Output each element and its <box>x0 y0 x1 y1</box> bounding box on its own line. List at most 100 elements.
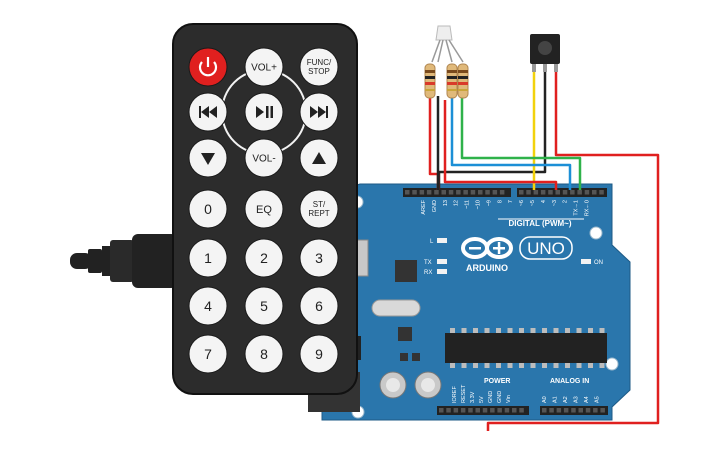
chip-pin <box>565 328 570 333</box>
pin-label: GND <box>432 200 438 212</box>
header-hole <box>599 190 604 195</box>
digit-5-button[interactable]: 5 <box>244 286 284 326</box>
chip-pin <box>519 328 524 333</box>
chip-pin <box>507 328 513 333</box>
header-hole <box>463 190 468 195</box>
pin-label: ~3 <box>552 200 558 206</box>
st-rept-button-label: REPT <box>308 209 329 218</box>
pin-label: A2 <box>563 396 569 403</box>
resistor[interactable] <box>424 63 436 99</box>
led-rx-label: RX <box>424 270 432 276</box>
atmega-chip <box>445 333 607 363</box>
rewind-button[interactable] <box>188 92 228 132</box>
brand-label: ARDUINO <box>466 263 508 273</box>
pin-label: TX→1 <box>574 200 580 216</box>
wire-led-blue[interactable] <box>450 98 572 190</box>
rgb-led[interactable] <box>431 25 464 63</box>
header-hole <box>426 190 432 195</box>
pin-label: A0 <box>542 396 548 403</box>
vol-down-button-label: VOL- <box>252 154 275 165</box>
digital-header-right[interactable] <box>517 188 607 197</box>
down-button[interactable] <box>188 138 228 178</box>
header-hole <box>478 190 483 195</box>
header-hole <box>490 408 495 413</box>
pin-label: Vin <box>506 395 512 403</box>
resistor[interactable] <box>457 63 469 99</box>
header-hole <box>578 408 583 413</box>
header-hole <box>492 190 498 195</box>
ir-receiver[interactable] <box>530 34 560 72</box>
digital-label: DIGITAL (PWM~) <box>508 219 571 228</box>
digit-8-button[interactable]: 8 <box>244 334 284 374</box>
chip-pin <box>553 328 559 333</box>
pin-label: ~6 <box>519 200 525 206</box>
digit-2-button[interactable]: 2 <box>244 238 284 278</box>
digit-7-button[interactable]: 7 <box>188 334 228 374</box>
header-hole <box>412 190 417 195</box>
wire-5v[interactable] <box>486 70 660 431</box>
header-hole <box>448 190 454 195</box>
header-hole <box>475 408 480 413</box>
pin-label: ~11 <box>465 200 471 209</box>
header-hole <box>519 408 524 413</box>
header-hole <box>446 408 451 413</box>
pin-label: 4 <box>541 200 547 203</box>
pin-label: 13 <box>443 200 449 206</box>
chip-pin <box>461 328 467 333</box>
rewind-icon <box>199 106 217 118</box>
up-button[interactable] <box>299 138 339 178</box>
header-hole <box>497 408 502 413</box>
vol-down-button[interactable]: VOL- <box>244 138 284 178</box>
mounting-hole <box>605 357 619 371</box>
regulator-chip <box>395 260 417 282</box>
st-rept-button[interactable]: ST/REPT <box>299 189 339 229</box>
header-hole <box>549 408 554 413</box>
fast-forward-icon <box>310 106 328 118</box>
ir-receiver-lens <box>538 41 552 55</box>
pin-label: AREF <box>421 199 427 214</box>
fast-forward-button[interactable] <box>299 92 339 132</box>
header-hole <box>562 190 568 195</box>
play-pause-button[interactable] <box>244 92 284 132</box>
power-button[interactable] <box>188 47 228 87</box>
led-l-label: L <box>430 239 434 245</box>
pin-label: GND <box>488 391 494 403</box>
digit-6-button[interactable]: 6 <box>299 286 339 326</box>
capacitor-top <box>421 378 435 392</box>
wires <box>428 70 660 431</box>
play-pause-icon <box>256 106 273 118</box>
header-hole <box>504 408 510 413</box>
header-hole <box>600 408 605 413</box>
pin-label: 12 <box>454 200 460 206</box>
resistor[interactable] <box>446 63 458 99</box>
digit-1-button[interactable]: 1 <box>188 238 228 278</box>
pin-label: IOREF <box>452 386 458 403</box>
pin-label: 3.3V <box>470 391 476 403</box>
chip-pin <box>542 363 547 368</box>
digit-0-button[interactable]: 0 <box>188 189 228 229</box>
pin-label: RESET <box>461 384 467 403</box>
wire-led-red-pin[interactable] <box>443 100 558 190</box>
vol-up-button[interactable]: VOL+ <box>244 47 284 87</box>
wire-led-green[interactable] <box>460 98 582 190</box>
eq-button[interactable]: EQ <box>244 189 284 229</box>
digit-9-button-label: 9 <box>315 346 323 362</box>
arduino-board[interactable]: L TX RX ON UNO ARDUINO DIGITAL (PWM~) PO… <box>308 183 631 421</box>
digit-9-button[interactable]: 9 <box>299 334 339 374</box>
header-hole <box>570 190 575 195</box>
led-l <box>437 238 447 243</box>
func-stop-button[interactable]: FUNC/STOP <box>299 47 339 87</box>
model-label: UNO <box>527 239 565 258</box>
digit-3-button[interactable]: 3 <box>299 238 339 278</box>
vol-up-button-label: VOL+ <box>251 63 277 74</box>
header-hole <box>499 190 505 195</box>
pin-label: ~10 <box>476 200 482 209</box>
chip-pin <box>507 363 513 368</box>
mounting-hole <box>589 226 603 240</box>
chip-pin <box>588 328 593 333</box>
digit-4-button[interactable]: 4 <box>188 286 228 326</box>
small-chip <box>412 353 420 361</box>
chip-pin <box>450 328 455 333</box>
